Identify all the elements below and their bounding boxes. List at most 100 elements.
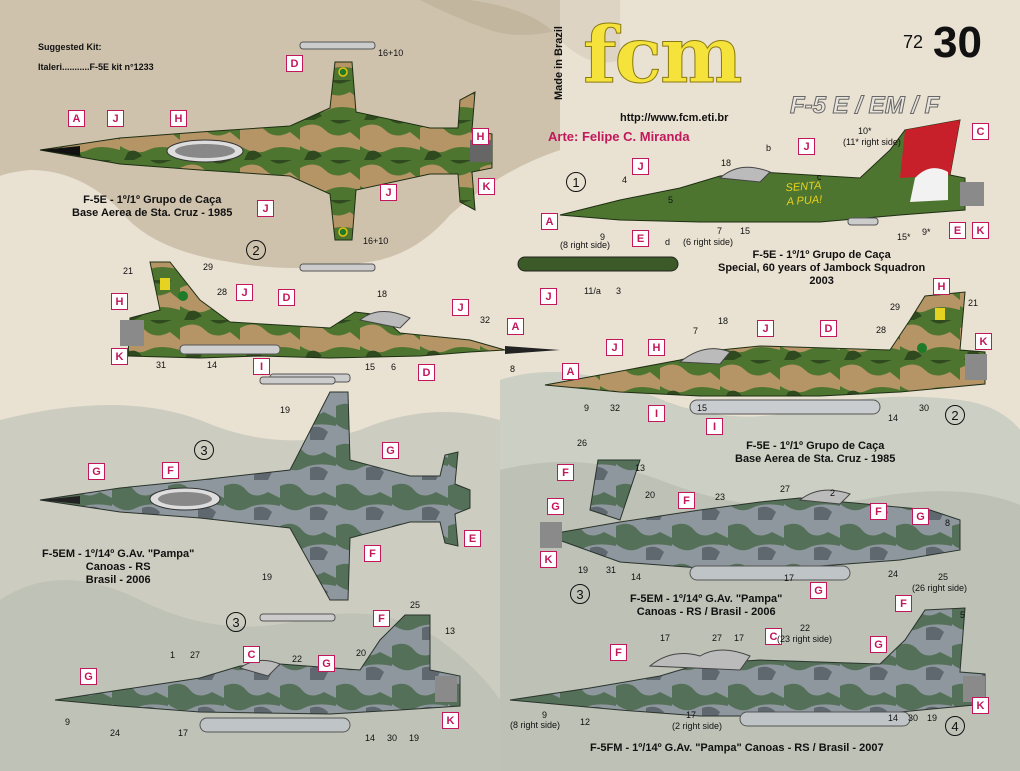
decal-number: 20: [356, 648, 367, 658]
callout-tag: J: [606, 339, 623, 356]
decal-number: 17: [784, 573, 795, 583]
aircraft-side-6: [544, 291, 987, 415]
decal-number: 5: [668, 195, 674, 205]
made-in-brazil: Made in Brazil: [553, 26, 565, 100]
decal-number: 27: [190, 650, 201, 660]
callout-tag: C: [243, 646, 260, 663]
callout-tag: J: [107, 110, 124, 127]
decal-number: 3: [616, 286, 622, 296]
decal-number: 17: [178, 728, 189, 738]
decal-number: 30: [919, 403, 930, 413]
callout-tag: E: [464, 530, 481, 547]
callout-tag: J: [540, 288, 557, 305]
caption-6: F-5FM - 1º/14º G.Av. "Pampa" Canoas - RS…: [590, 742, 884, 754]
decal-number: 9: [65, 717, 71, 727]
callout-tag: A: [68, 110, 85, 127]
decal-number: 31: [606, 565, 617, 575]
callout-tag: J: [452, 299, 469, 316]
decal-number: 14: [631, 572, 642, 582]
decal-number: 5: [960, 610, 966, 620]
decal-number: 21: [123, 266, 134, 276]
decal-number: 15: [697, 403, 708, 413]
suggested-kit-label: Suggested Kit:: [38, 42, 102, 52]
decal-number: 9: [600, 232, 606, 242]
model-title: F-5 E / EM / F: [789, 92, 940, 120]
callout-tag: J: [798, 138, 815, 155]
version-number: 2: [246, 240, 266, 260]
decal-number: 19: [409, 733, 420, 743]
callout-tag: G: [382, 442, 399, 459]
decal-number: 17: [660, 633, 671, 643]
decal-number: 19: [927, 713, 938, 723]
decal-number: 27: [780, 484, 791, 494]
callout-tag: K: [111, 348, 128, 365]
callout-tag: F: [373, 610, 390, 627]
callout-tag: I: [706, 418, 723, 435]
callout-tag: G: [912, 508, 929, 525]
callout-tag: F: [557, 464, 574, 481]
callout-tag: H: [472, 128, 489, 145]
decal-number: c: [817, 172, 822, 182]
scale-big: 30: [933, 18, 982, 67]
decal-number: (6 right side): [683, 237, 734, 247]
decal-number: 6: [391, 362, 397, 372]
decal-number: 30: [908, 713, 919, 723]
decal-number: 9*: [922, 227, 931, 237]
callout-tag: K: [478, 178, 495, 195]
aircraft-side-7: [540, 459, 961, 581]
callout-tag: H: [648, 339, 665, 356]
callout-tag: K: [975, 333, 992, 350]
decal-number: 10*: [858, 126, 872, 136]
decal-number: (2 right side): [672, 721, 723, 731]
callout-tag: I: [648, 405, 665, 422]
decal-number: 17: [686, 710, 697, 720]
callout-tag: H: [170, 110, 187, 127]
aircraft-top-3: [39, 376, 471, 622]
decal-number: 25: [410, 600, 421, 610]
decal-number: 30: [387, 733, 398, 743]
decal-number: 19: [578, 565, 589, 575]
decal-number: 15*: [897, 232, 911, 242]
decal-number: 29: [203, 262, 214, 272]
decal-number: 17: [734, 633, 745, 643]
version-number: 3: [194, 440, 214, 460]
callout-tag: F: [895, 595, 912, 612]
callout-tag: D: [820, 320, 837, 337]
decal-number: 28: [876, 325, 887, 335]
callout-tag: D: [278, 289, 295, 306]
version-number: 4: [945, 716, 965, 736]
callout-tag: J: [380, 184, 397, 201]
callout-tag: J: [236, 284, 253, 301]
callout-tag: D: [286, 55, 303, 72]
decal-number: 11/a: [584, 286, 601, 296]
decal-number: 4: [622, 175, 628, 185]
decal-number: 14: [888, 713, 899, 723]
decal-number: 19: [262, 572, 273, 582]
scale-small: 72: [903, 32, 924, 52]
version-number: 3: [570, 584, 590, 604]
callout-tag: C: [765, 628, 782, 645]
decal-number: 7: [693, 326, 699, 336]
callout-tag: G: [88, 463, 105, 480]
decal-number: 8: [945, 518, 951, 528]
decal-number: b: [766, 143, 772, 153]
decal-number: 8: [510, 364, 516, 374]
decal-number: (8 right side): [560, 240, 611, 250]
decal-number: (26 right side): [912, 583, 968, 593]
decal-number: 16+10: [363, 236, 389, 246]
callout-tag: G: [547, 498, 564, 515]
decal-number: 24: [110, 728, 121, 738]
callout-tag: C: [972, 123, 989, 140]
callout-tag: G: [810, 582, 827, 599]
decal-number: 15: [365, 362, 376, 372]
callout-tag: E: [949, 222, 966, 239]
decal-number: 29: [890, 302, 901, 312]
decal-number: 27: [712, 633, 723, 643]
aircraft-side-8: [509, 607, 986, 727]
decal-number: 20: [645, 490, 656, 500]
decal-number: 14: [207, 360, 218, 370]
callout-tag: J: [757, 320, 774, 337]
